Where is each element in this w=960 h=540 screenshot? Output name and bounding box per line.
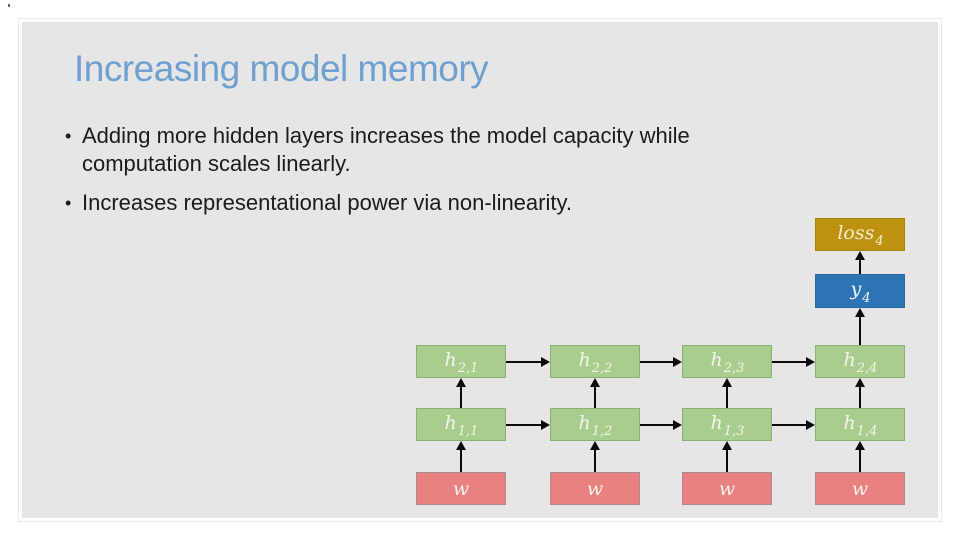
node-h2-4: h2,4 bbox=[815, 345, 905, 378]
node-h2-2: h2,2 bbox=[550, 345, 640, 378]
arrow-up-icon bbox=[855, 251, 865, 274]
bullet-item-1: • Adding more hidden layers increases th… bbox=[65, 122, 825, 178]
label-sub: 1,4 bbox=[856, 424, 878, 440]
node-label: w bbox=[719, 478, 735, 500]
arrow-right-icon bbox=[506, 420, 550, 430]
node-h1-3: h1,3 bbox=[682, 408, 772, 441]
node-y-4: y4 bbox=[815, 274, 905, 308]
label-base: h bbox=[843, 348, 856, 371]
arrow-up-icon bbox=[456, 378, 466, 408]
label-sub: 2,3 bbox=[723, 361, 745, 377]
label-sub: 1,1 bbox=[457, 424, 479, 440]
bullet-item-2: • Increases representational power via n… bbox=[65, 189, 825, 217]
label-sub: 2,4 bbox=[856, 361, 878, 377]
bullet-2-line-1: Increases representational power via non… bbox=[82, 190, 572, 215]
bullet-list: • Adding more hidden layers increases th… bbox=[65, 122, 825, 217]
arrow-right-icon bbox=[640, 420, 682, 430]
arrow-up-icon bbox=[456, 441, 466, 472]
bullet-marker: • bbox=[65, 193, 72, 213]
node-label: loss4 bbox=[837, 221, 884, 250]
bullet-1-line-1: Adding more hidden layers increases the … bbox=[82, 123, 690, 148]
label-sub: 1,2 bbox=[591, 424, 613, 440]
slide-canvas: Increasing model memory • Adding more hi… bbox=[22, 22, 938, 518]
node-h1-4: h1,4 bbox=[815, 408, 905, 441]
label-base: loss bbox=[837, 221, 875, 244]
label-base: h bbox=[710, 348, 723, 371]
label-sub: 2,2 bbox=[591, 361, 613, 377]
label-base: w bbox=[586, 477, 604, 500]
arrow-up-icon bbox=[722, 441, 732, 472]
node-h1-1: h1,1 bbox=[416, 408, 506, 441]
node-label: h1,3 bbox=[710, 411, 745, 440]
arrow-right-icon bbox=[506, 357, 550, 367]
arrow-up-icon bbox=[855, 378, 865, 408]
arrow-right-icon bbox=[772, 357, 815, 367]
node-w-2: w bbox=[550, 472, 640, 505]
node-loss-4: loss4 bbox=[815, 218, 905, 251]
node-w-1: w bbox=[416, 472, 506, 505]
node-label: h1,1 bbox=[444, 411, 479, 440]
node-label: y4 bbox=[850, 278, 871, 306]
arrow-up-icon bbox=[590, 441, 600, 472]
node-label: h2,4 bbox=[843, 348, 878, 377]
label-sub: 4 bbox=[875, 234, 884, 250]
stray-dot bbox=[8, 4, 10, 7]
arrow-right-icon bbox=[640, 357, 682, 367]
label-base: h bbox=[578, 348, 591, 371]
node-label: h2,2 bbox=[578, 348, 613, 377]
arrow-up-icon bbox=[722, 378, 732, 408]
arrow-up-icon bbox=[855, 308, 865, 345]
bullet-1-line-2: computation scales linearly. bbox=[82, 151, 351, 176]
node-label: h1,2 bbox=[578, 411, 613, 440]
label-base: w bbox=[718, 477, 736, 500]
node-label: h2,3 bbox=[710, 348, 745, 377]
label-base: h bbox=[578, 411, 591, 434]
arrow-right-icon bbox=[772, 420, 815, 430]
label-base: h bbox=[444, 411, 457, 434]
label-base: h bbox=[843, 411, 856, 434]
node-label: w bbox=[852, 478, 868, 500]
node-label: w bbox=[587, 478, 603, 500]
node-label: h2,1 bbox=[444, 348, 479, 377]
label-sub: 1,3 bbox=[723, 424, 745, 440]
slide-title: Increasing model memory bbox=[74, 48, 489, 89]
label-base: h bbox=[444, 348, 457, 371]
node-h2-1: h2,1 bbox=[416, 345, 506, 378]
node-w-3: w bbox=[682, 472, 772, 505]
label-base: w bbox=[851, 477, 869, 500]
bullet-marker: • bbox=[65, 126, 72, 146]
node-h1-2: h1,2 bbox=[550, 408, 640, 441]
arrow-up-icon bbox=[590, 378, 600, 408]
arrow-up-icon bbox=[855, 441, 865, 472]
label-base: y bbox=[850, 278, 862, 301]
node-label: w bbox=[453, 478, 469, 500]
node-label: h1,4 bbox=[843, 411, 878, 440]
label-sub: 4 bbox=[862, 290, 871, 306]
label-base: h bbox=[710, 411, 723, 434]
label-base: w bbox=[452, 477, 470, 500]
node-h2-3: h2,3 bbox=[682, 345, 772, 378]
label-sub: 2,1 bbox=[457, 361, 479, 377]
node-w-4: w bbox=[815, 472, 905, 505]
